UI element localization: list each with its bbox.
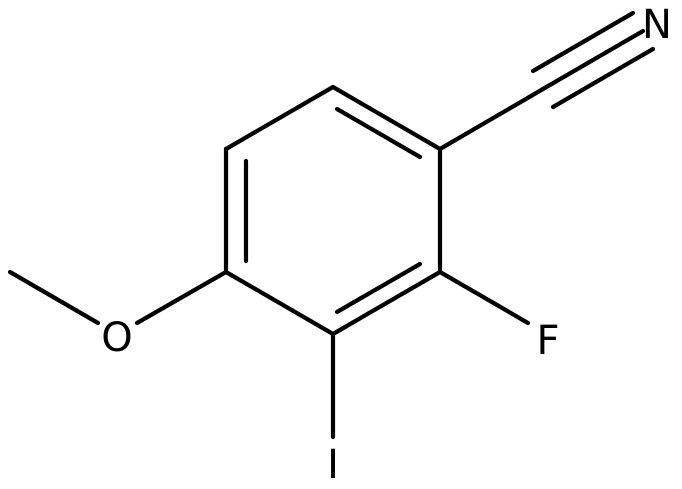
nitrogen-atom-label: N: [642, 2, 672, 48]
bond-oxygen-methyl: [7, 269, 101, 326]
bond-ring-to-nitrile-carbon: [437, 86, 546, 152]
fluorine-atom-label: F: [536, 318, 559, 364]
ring-bond-c3-c4: [330, 269, 443, 337]
ring-inner-bond-c1-c2: [334, 106, 423, 160]
triple-bond-line-3: [550, 46, 656, 110]
ring-bond-c4-c5: [223, 269, 336, 337]
ring-bond-c6-c1: [223, 84, 336, 152]
triple-bond-line-1: [540, 28, 646, 92]
bond-c5-oxygen: [134, 269, 229, 326]
ring-bond-c1-c2: [330, 84, 443, 152]
oxygen-atom-label: O: [101, 315, 132, 361]
iodine-atom-label: I: [327, 442, 339, 488]
ring-inner-bond-c3-c4: [334, 261, 423, 315]
bond-c3-fluorine: [437, 269, 531, 326]
triple-bond-line-2: [530, 10, 636, 74]
